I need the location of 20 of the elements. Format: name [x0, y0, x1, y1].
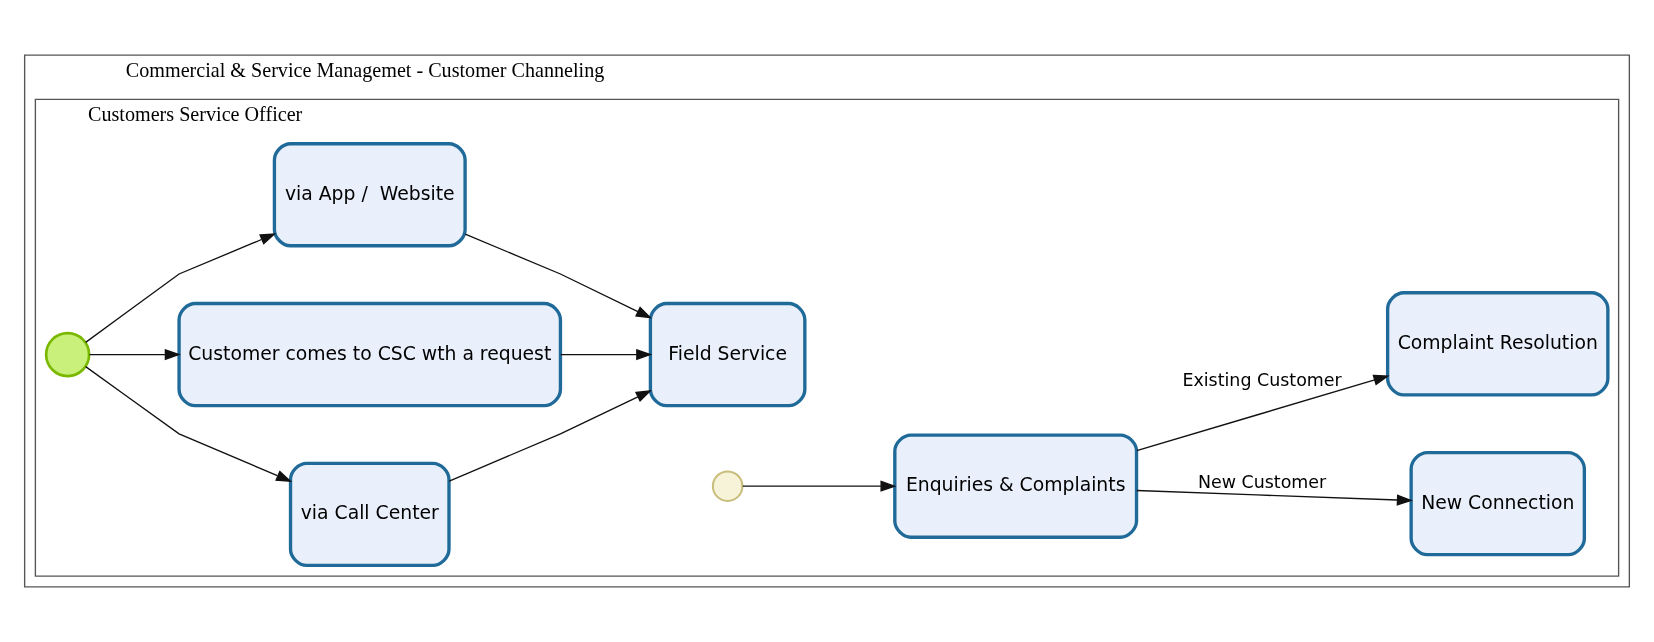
- node-box: via App / Website: [272, 142, 467, 248]
- node-box: Enquiries & Complaints: [893, 433, 1139, 539]
- node-box: via Call Center: [288, 461, 451, 568]
- arrow: [1136, 374, 1390, 452]
- node-box: Customer comes to CSC wth a request: [177, 301, 563, 408]
- arrow: [1136, 489, 1413, 506]
- edge-label: Existing Customer: [1182, 369, 1342, 390]
- node-box: Field Service: [648, 301, 807, 408]
- node-circle: [44, 331, 91, 378]
- node-box: Complaint Resolution: [1385, 291, 1610, 397]
- arrow: [742, 480, 897, 492]
- edge-label: New Customer: [1197, 472, 1327, 493]
- arrow: [464, 233, 652, 319]
- arrow: [560, 348, 653, 361]
- arrow: [88, 348, 181, 361]
- arrow: [85, 365, 293, 482]
- arrow: [85, 233, 277, 343]
- node-box: New Connection: [1409, 450, 1587, 557]
- arrow: [448, 390, 652, 482]
- node-circle: [711, 470, 744, 502]
